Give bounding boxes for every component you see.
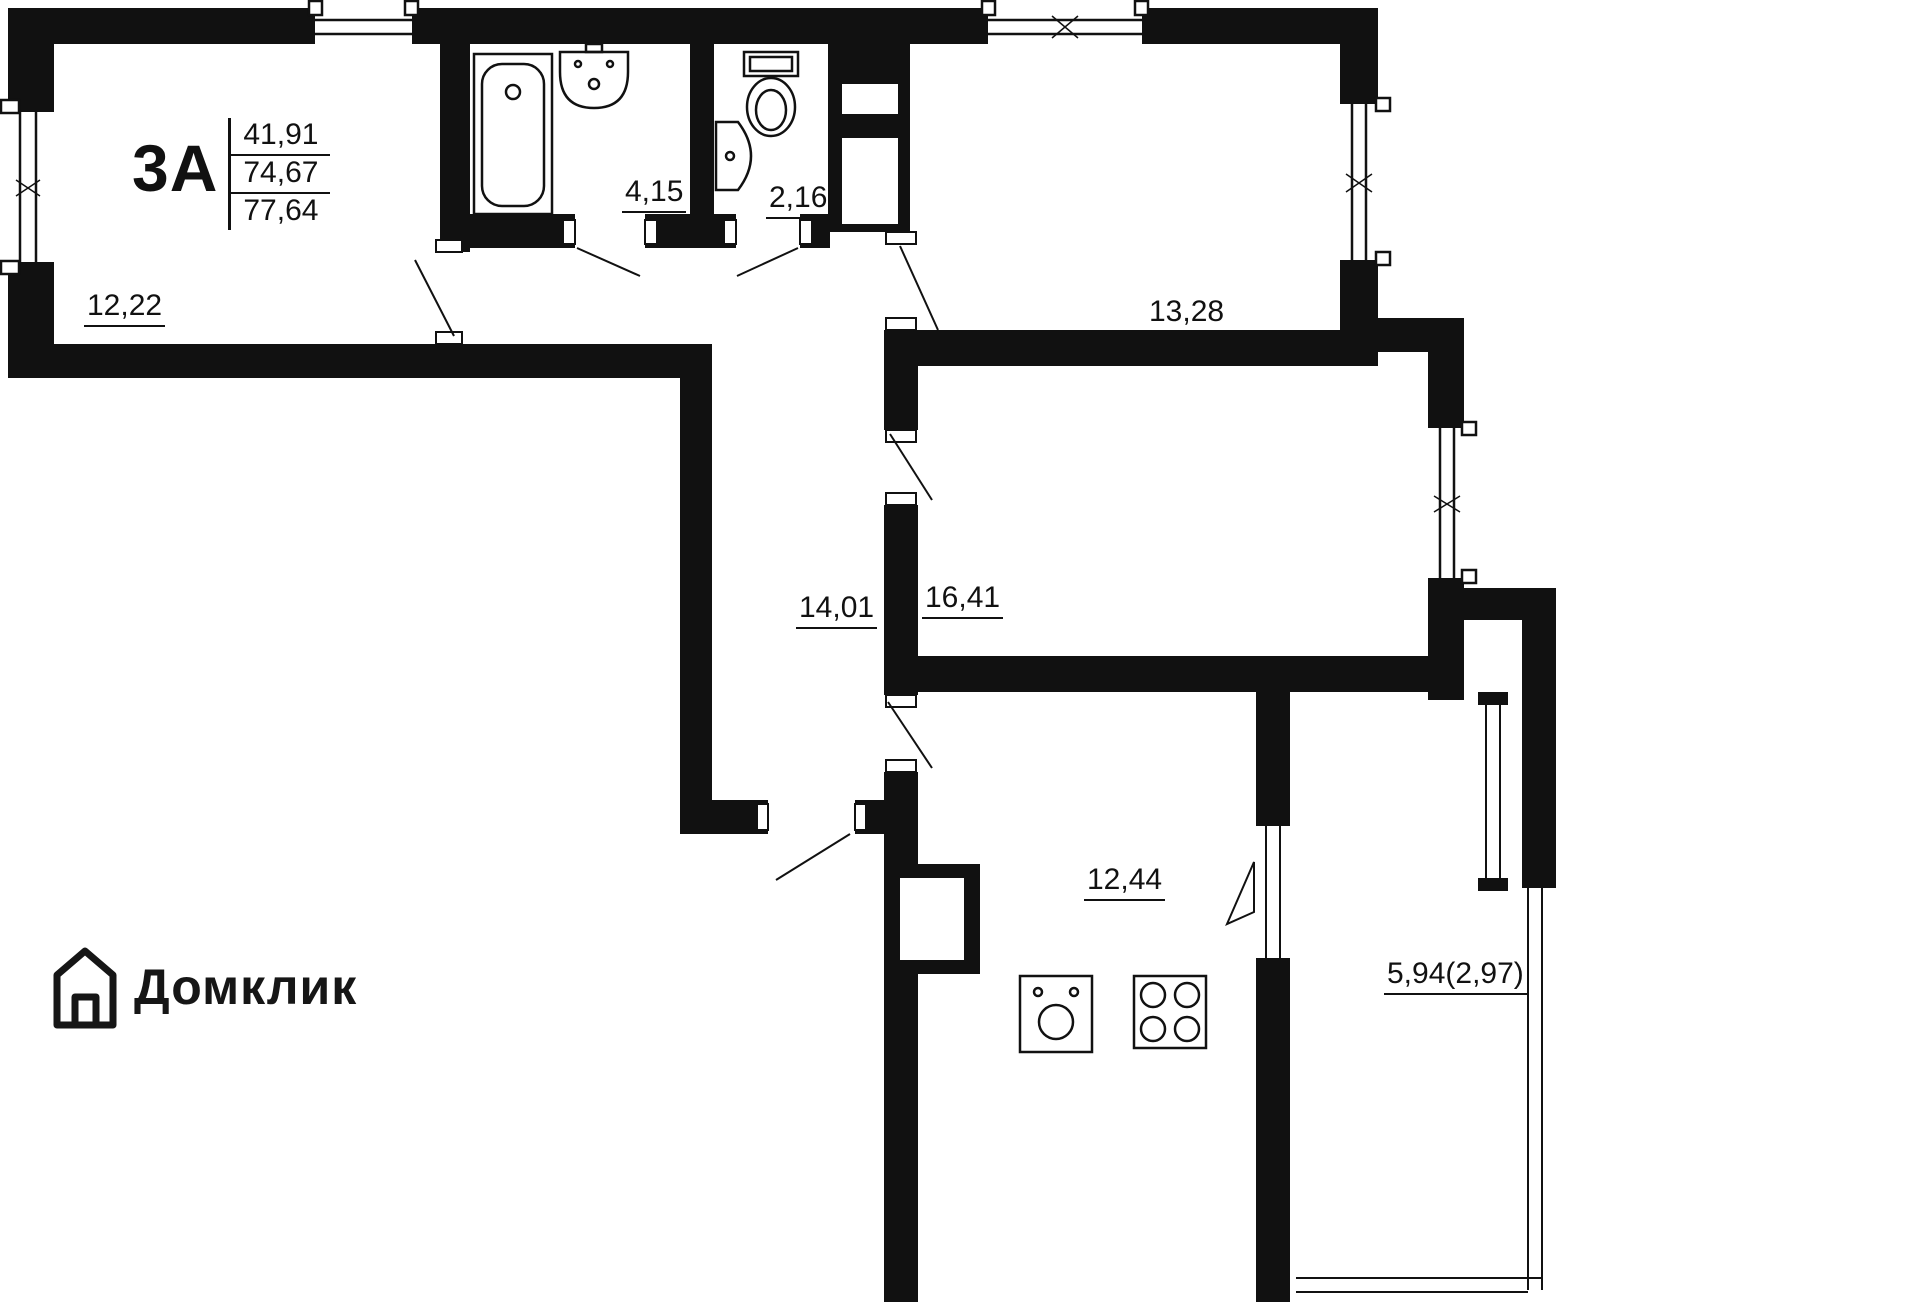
unit-areas: 41,91 74,67 77,64 [228, 118, 331, 230]
stove-icon [1132, 974, 1208, 1050]
domclick-logo: Домклик [52, 944, 357, 1034]
balcony-glazing [1225, 692, 1556, 1293]
bathtub-icon [472, 52, 554, 216]
area-living: 41,91 [243, 118, 319, 151]
shaft-openings [842, 84, 964, 960]
logo-text: Домклик [134, 959, 358, 1015]
area-label-bathroom: 4,15 [622, 176, 687, 213]
area-label-bedroom-2: 16,41 [922, 582, 1004, 619]
kitchen-sink-icon [1018, 974, 1094, 1054]
area-no-balcony: 74,67 [231, 154, 331, 194]
unit-code: 3А [132, 131, 219, 205]
area-label-kitchen: 12,44 [1084, 864, 1166, 901]
area-label-balcony: 5,94(2,97) [1384, 958, 1527, 995]
area-total: 77,64 [243, 194, 319, 227]
area-label-bedroom-1: 13,28 [1146, 296, 1228, 333]
door-leaves [414, 245, 939, 881]
area-label-wc: 2,16 [766, 182, 831, 219]
bathroom-sink-icon [558, 42, 630, 110]
house-icon [53, 947, 117, 1029]
door-jambs [435, 219, 917, 831]
windows [0, 0, 1478, 585]
toilet-icon [742, 50, 800, 138]
wc-sink-icon [714, 120, 753, 192]
walls [8, 8, 1556, 1302]
area-label-living-room: 12,22 [84, 290, 166, 327]
unit-title-block: 3А 41,91 74,67 77,64 [132, 118, 331, 230]
area-label-hallway: 14,01 [796, 592, 878, 629]
